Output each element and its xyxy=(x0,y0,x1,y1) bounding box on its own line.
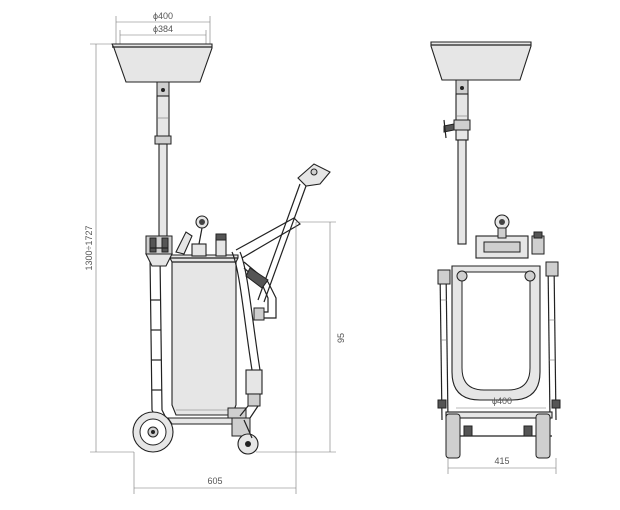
funnel-dimension-lines xyxy=(115,16,211,45)
front-base-wheels xyxy=(445,411,553,459)
side-tank xyxy=(169,254,239,416)
front-telescopic-tube xyxy=(443,93,471,245)
base-length-label: 605 xyxy=(207,476,222,486)
side-view: ϕ400 ϕ384 xyxy=(84,11,346,494)
side-fittings xyxy=(145,215,227,257)
front-funnel xyxy=(430,41,532,95)
side-telescopic-tube xyxy=(154,95,172,237)
height-dimension-line xyxy=(90,43,134,453)
funnel-inner-diameter-label: ϕ384 xyxy=(153,24,173,34)
front-tank xyxy=(451,265,541,401)
side-handle xyxy=(235,217,301,321)
front-tank-diameter-label: ϕ400 xyxy=(492,396,512,406)
front-base-width-label: 415 xyxy=(494,456,509,466)
side-funnel xyxy=(111,43,213,97)
front-legs xyxy=(437,261,561,421)
height-range-label: 1300÷1727 xyxy=(84,226,94,271)
side-hose-gun xyxy=(231,163,331,419)
front-view: ϕ400 415 xyxy=(430,41,561,474)
front-top-fittings xyxy=(475,214,545,259)
side-rear-wheel xyxy=(132,411,174,453)
side-front-caster xyxy=(231,417,259,455)
side-left-frame xyxy=(145,253,173,419)
funnel-outer-diameter-label: ϕ400 xyxy=(153,11,173,21)
base-length-dimension-line xyxy=(133,222,297,494)
tank-height-label: 95 xyxy=(336,333,346,343)
front-base-width-dimension-line xyxy=(447,458,557,474)
